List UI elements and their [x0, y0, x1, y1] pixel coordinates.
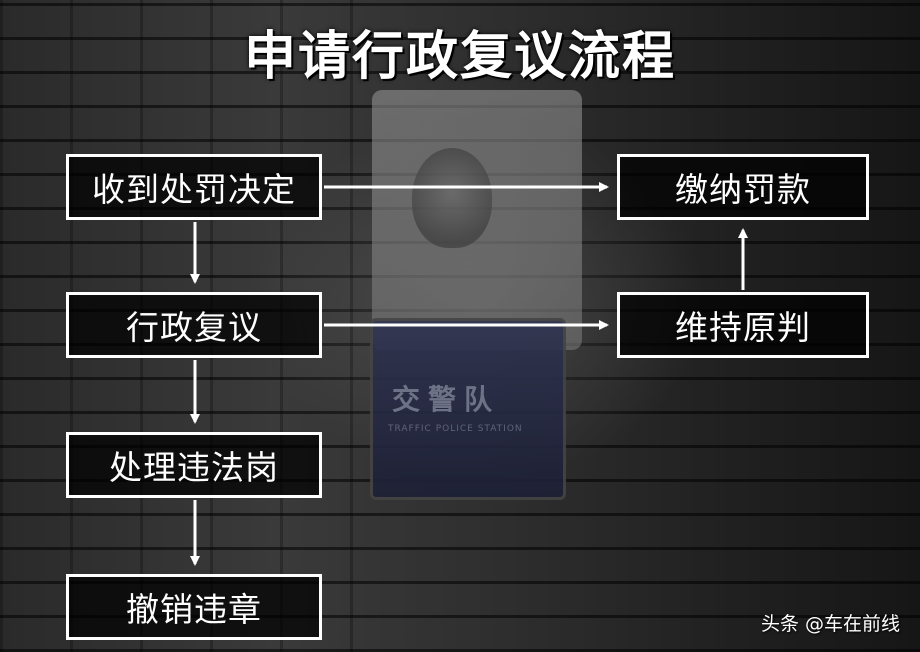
- node-label: 行政复议: [126, 308, 262, 347]
- node-label: 维持原判: [675, 308, 811, 347]
- sign-text: 交警队: [392, 383, 501, 416]
- police-emblem-icon: [412, 148, 492, 248]
- node-receive-decision: 收到处罚决定: [66, 154, 322, 220]
- node-label: 处理违法岗: [109, 448, 279, 487]
- node-administrative-review: 行政复议: [66, 292, 322, 358]
- sign-subtext: TRAFFIC POLICE STATION: [388, 424, 523, 434]
- watermark: 头条 @车在前线: [760, 613, 900, 635]
- node-label: 收到处罚决定: [92, 170, 296, 209]
- node-label: 缴纳罚款: [675, 170, 811, 209]
- node-pay-fine: 缴纳罚款: [617, 154, 869, 220]
- diagram-title: 申请行政复议流程: [243, 27, 676, 87]
- node-revoke-violation: 撤销违章: [66, 574, 322, 640]
- node-label: 撤销违章: [126, 590, 262, 629]
- node-uphold-original: 维持原判: [617, 292, 869, 358]
- sign-board: [370, 318, 566, 500]
- node-handle-violation-post: 处理违法岗: [66, 432, 322, 498]
